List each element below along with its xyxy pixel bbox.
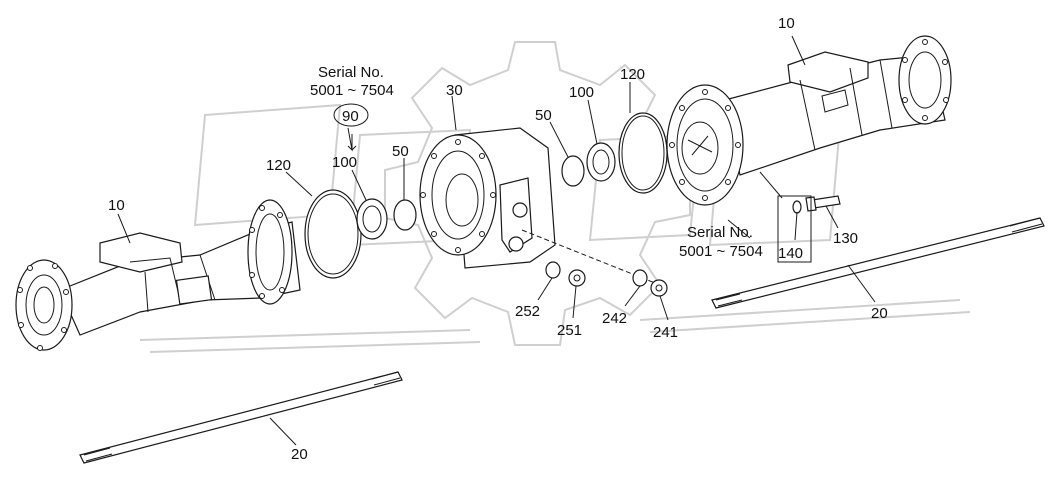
leader-lines <box>117 35 876 446</box>
callout-252: 252 <box>515 303 540 320</box>
axle-shaft-20-bottom <box>79 371 403 464</box>
callout-30: 30 <box>446 82 463 99</box>
watermark-gear <box>384 41 691 346</box>
callout-50-right: 50 <box>535 107 552 124</box>
axle-shaft-20-right <box>711 217 1045 309</box>
bearing-100-left <box>356 198 388 240</box>
callout-20-right: 20 <box>871 305 888 322</box>
callout-130: 130 <box>833 230 858 247</box>
left-axle-housing <box>15 199 301 351</box>
callout-242: 242 <box>602 310 627 327</box>
callout-120-left: 120 <box>266 157 291 174</box>
washer-252 <box>545 261 561 279</box>
callout-120-right: 120 <box>620 66 645 83</box>
o-ring-120-right <box>618 112 668 194</box>
callout-140: 140 <box>778 245 803 262</box>
callout-100-right: 100 <box>569 84 594 101</box>
plug-241 <box>650 279 668 297</box>
bearing-100-right <box>586 142 616 182</box>
o-ring-120-left <box>304 189 362 279</box>
right-axle-housing <box>666 35 952 206</box>
snap-ring-50-left <box>393 199 417 231</box>
part-140-box <box>777 195 812 263</box>
serial-note-right-line2: 5001 ~ 7504 <box>679 243 763 260</box>
snap-ring-50-right <box>561 155 585 187</box>
serial-note-left-line1: Serial No. <box>318 64 384 81</box>
callout-90: 90 <box>342 108 359 125</box>
callout-10-left: 10 <box>108 197 125 214</box>
callout-50-left: 50 <box>392 143 409 160</box>
serial-note-right-line1: Serial No. <box>687 224 753 241</box>
callout-90-circle <box>333 103 369 127</box>
callout-251: 251 <box>557 322 582 339</box>
plug-251 <box>568 269 586 287</box>
washer-242 <box>632 269 648 287</box>
callout-10-right: 10 <box>778 15 795 32</box>
watermark-band <box>139 299 971 353</box>
callout-241: 241 <box>653 324 678 341</box>
callout-100-left: 100 <box>332 154 357 171</box>
callout-20-bottom: 20 <box>291 446 308 463</box>
center-housing <box>419 127 556 269</box>
washer-140 <box>792 200 802 214</box>
serial-note-left-line2: 5001 ~ 7504 <box>310 82 394 99</box>
